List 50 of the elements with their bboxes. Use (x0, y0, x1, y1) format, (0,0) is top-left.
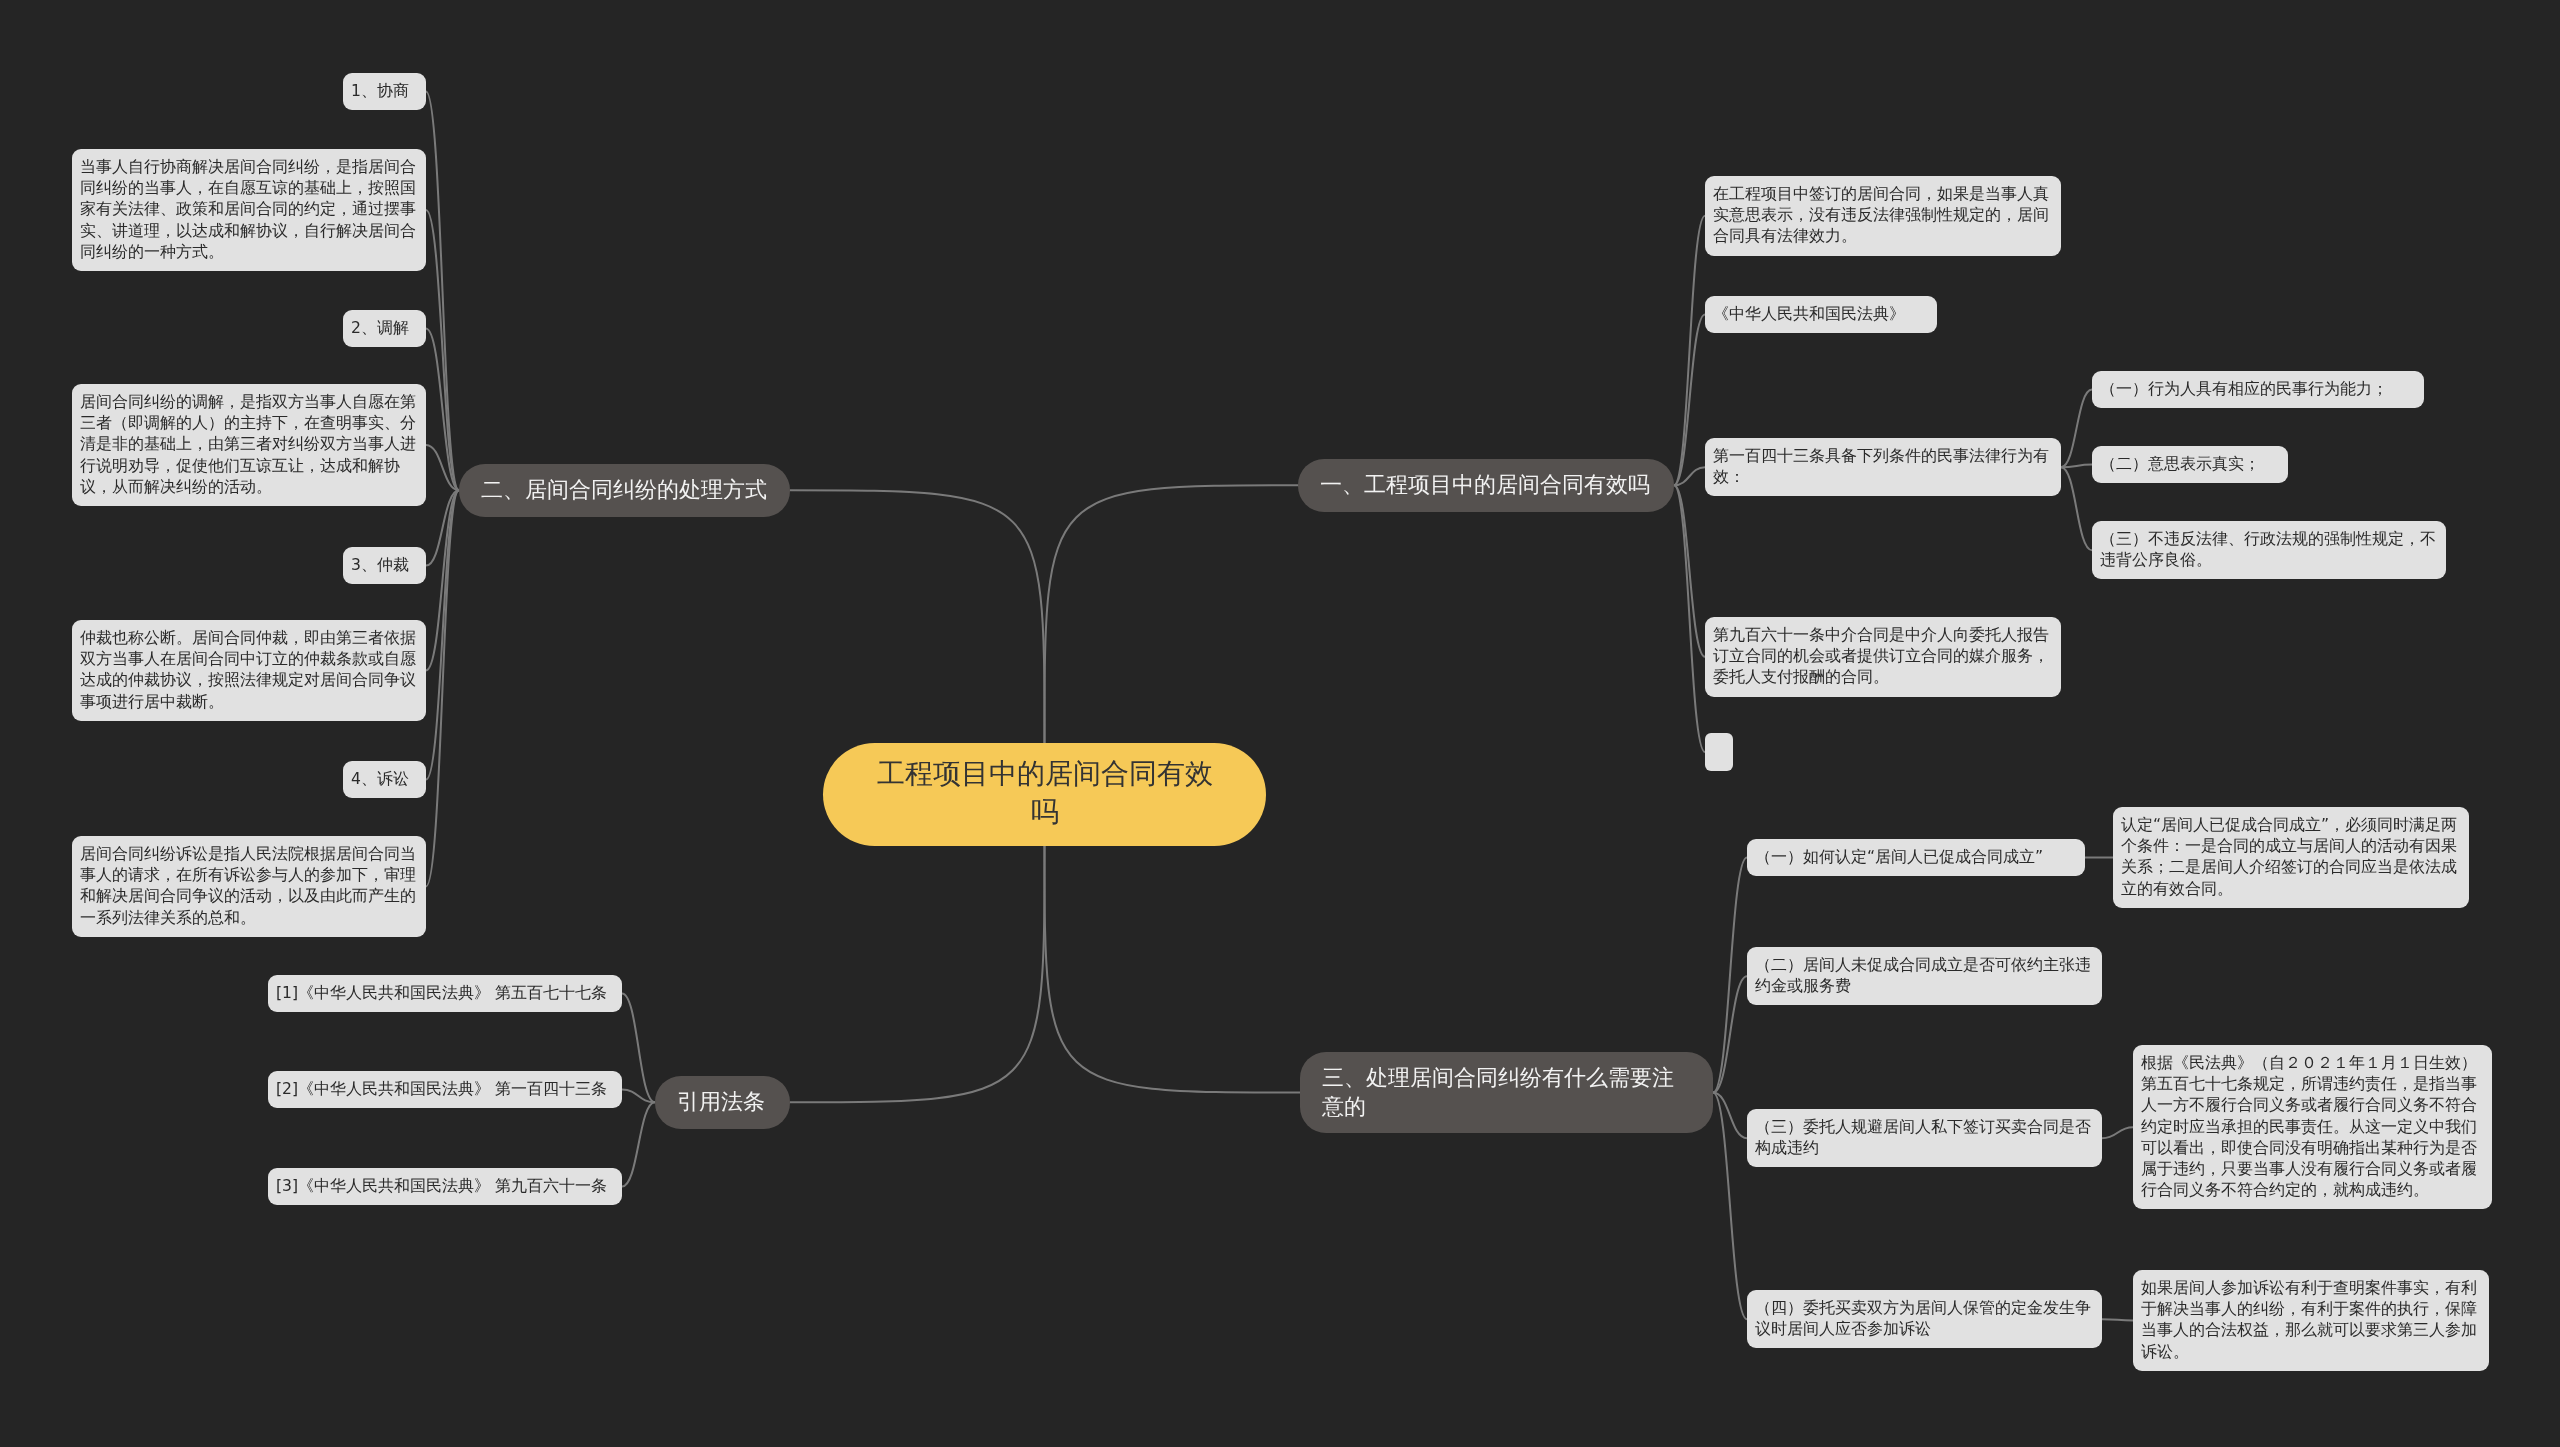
text-box: 在工程项目中签订的居间合同，如果是当事人真实意思表示，没有违反法律强制性规定的，居间合同具有法律效力。 (1705, 176, 2061, 256)
branch-topic: 二、居间合同纠纷的处理方式 (459, 464, 790, 517)
text-box: 第一百四十三条具备下列条件的民事法律行为有效： (1705, 438, 2061, 497)
connector-line (1043, 484, 1299, 744)
connector-line (1712, 1091, 1748, 1321)
connector-line (621, 992, 656, 1104)
text-box: 认定“居间人已促成合同成立”，必须同时满足两个条件：一是合同的成立与居间人的活动有因果关系；二是居间人介绍签订的合同应当是依法成立的有效合同。 (2113, 807, 2469, 908)
connector-line (1712, 975, 1748, 1094)
text-box: 如果居间人参加诉讼有利于查明案件事实，有利于解决当事人的纠纷，有利于案件的执行，保障当事人的合法权益，那么就可以要求第三人参加诉讼。 (2133, 1270, 2489, 1371)
text-box: （三）不违反法律、行政法规的强制性规定，不违背公序良俗。 (2092, 521, 2446, 580)
text-box: 1、协商 (343, 73, 426, 111)
connector-line (2101, 1126, 2134, 1140)
central-topic: 工程项目中的居间合同有效吗 (823, 743, 1266, 846)
text-box: （二）居间人未促成合同成立是否可依约主张违约金或服务费 (1747, 947, 2102, 1006)
connector-line (789, 489, 1046, 744)
text-box: 根据《民法典》（自２０２１年１月１日生效）第五百七十七条规定，所谓违约责任，是指当事人一方不履行合同义务或者履行合同义务不符合约定时应当承担的民事责任。从这一定义中我们可以看出，即使合同没有明确指出某种行为是否属于违约，只要当事人没有履行合同义务或者履行合同义务不符合约定的，就构成违约。 (2133, 1045, 2492, 1210)
connector-line (2084, 856, 2114, 859)
text-box: （四）委托买卖双方为居间人保管的定金发生争议时居间人应否参加诉讼 (1747, 1290, 2102, 1349)
text-box: 居间合同纠纷的调解，是指双方当事人自愿在第三者（即调解的人）的主持下，在查明事实、分清是非的基础上，由第三者对纠纷双方当事人进行说明劝导，促使他们互谅互让，达成和解协议，从而解决纠纷的活动。 (72, 384, 426, 506)
connector-line (1673, 484, 1706, 753)
text-box: 仲裁也称公断。居间合同仲裁，即由第三者依据双方当事人在居间合同中订立的仲裁条款或自愿达成的仲裁协议，按照法律规定对居间合同争议事项进行居中裁断。 (72, 620, 426, 721)
empty-box (1705, 733, 1733, 771)
branch-topic: 一、工程项目中的居间合同有效吗 (1298, 459, 1674, 512)
branch-topic: 引用法条 (655, 1076, 790, 1129)
text-box: 3、仲裁 (343, 547, 426, 585)
connector-line (789, 845, 1046, 1104)
connector-line (425, 489, 460, 781)
connector-line (621, 1101, 656, 1188)
text-box: （一）行为人具有相应的民事行为能力； (2092, 371, 2424, 409)
connector-line (1673, 313, 1706, 487)
connector-line (2060, 388, 2093, 469)
text-box: 《中华人民共和国民法典》 (1705, 296, 1937, 334)
text-box: （三）委托人规避居间人私下签订买卖合同是否构成违约 (1747, 1109, 2102, 1168)
text-box: 第九百六十一条中介合同是中介人向委托人报告订立合同的机会或者提供订立合同的媒介服务，委托人支付报酬的合同。 (1705, 617, 2061, 697)
text-box: [1]《中华人民共和国民法典》 第五百七十七条 (268, 975, 622, 1013)
text-box: 2、调解 (343, 310, 426, 348)
text-box: （一）如何认定“居间人已促成合同成立” (1747, 839, 2085, 877)
connector-line (1043, 845, 1301, 1094)
connector-line (1673, 466, 1706, 487)
text-box: [2]《中华人民共和国民法典》 第一百四十三条 (268, 1071, 622, 1109)
text-box: （二）意思表示真实； (2092, 446, 2288, 484)
connector-line (2101, 1318, 2134, 1322)
connector-line (2060, 466, 2093, 552)
connector-line (1712, 1091, 1748, 1140)
text-box: 当事人自行协商解决居间合同纠纷，是指居间合同纠纷的当事人，在自愿互谅的基础上，按照国家有关法律、政策和居间合同的约定，通过摆事实、讲道理，以达成和解协议，自行解决居间合同纠纷的一种方式。 (72, 149, 426, 271)
text-box: [3]《中华人民共和国民法典》 第九百六十一条 (268, 1168, 622, 1206)
connector-line (425, 489, 460, 888)
text-box: 4、诉讼 (343, 761, 426, 799)
text-box: 居间合同纠纷诉讼是指人民法院根据居间合同当事人的请求，在所有诉讼参与人的参加下，审理和解决居间合同争议的活动，以及由此而产生的一系列法律关系的总和。 (72, 836, 426, 937)
branch-topic: 三、处理居间合同纠纷有什么需要注意的 (1300, 1052, 1713, 1134)
